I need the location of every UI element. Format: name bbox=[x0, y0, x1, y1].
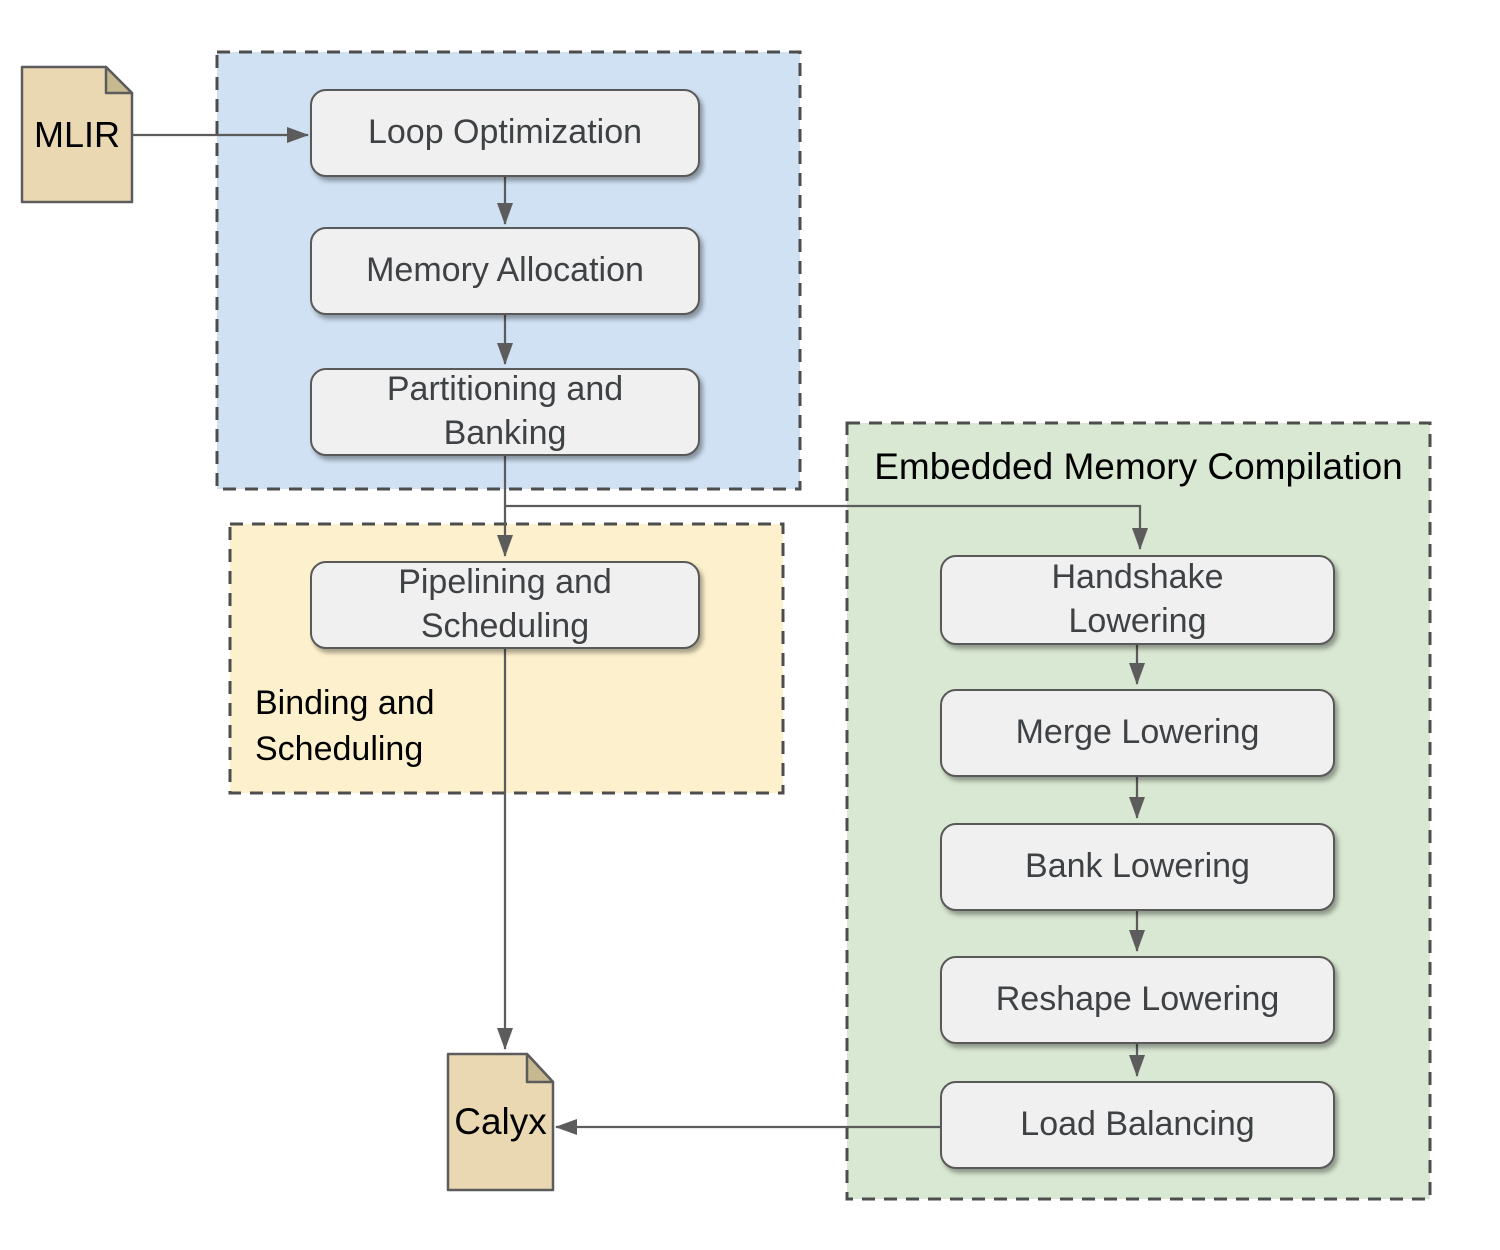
calyx-document-label: Calyx bbox=[454, 1101, 547, 1142]
node-reshape-lowering-label: Reshape Lowering bbox=[995, 980, 1280, 1019]
mlir-document-icon bbox=[20, 65, 134, 204]
node-merge-lowering: Merge Lowering bbox=[940, 689, 1335, 777]
node-merge-lowering-label: Merge Lowering bbox=[1015, 713, 1260, 752]
node-pipelining-and-scheduling: Pipelining and Scheduling bbox=[310, 561, 700, 649]
mlir-document-fold-icon bbox=[104, 65, 134, 95]
binding-and-scheduling-title: Binding and Scheduling bbox=[255, 684, 435, 769]
mlir-document-label: MLIR bbox=[33, 113, 120, 155]
node-memory-allocation: Memory Allocation bbox=[310, 227, 700, 315]
embedded-memory-compilation-title: Embedded Memory Compilation bbox=[874, 446, 1403, 487]
node-load-balancing: Load Balancing bbox=[940, 1081, 1335, 1169]
node-pipelining-and-scheduling-label: Pipelining and Scheduling bbox=[398, 563, 612, 645]
node-handshake-lowering-label: Handshake Lowering bbox=[1051, 558, 1224, 640]
calyx-document-icon bbox=[446, 1052, 555, 1192]
node-bank-lowering: Bank Lowering bbox=[940, 823, 1335, 911]
node-handshake-lowering: Handshake Lowering bbox=[940, 555, 1335, 645]
node-loop-optimization: Loop Optimization bbox=[310, 89, 700, 177]
calyx-document-fold-icon bbox=[525, 1052, 555, 1084]
node-reshape-lowering: Reshape Lowering bbox=[940, 956, 1335, 1044]
arrow-partitioning-banking-to-handshake-lowering bbox=[505, 504, 1148, 550]
node-memory-allocation-label: Memory Allocation bbox=[366, 251, 644, 290]
node-load-balancing-label: Load Balancing bbox=[1020, 1105, 1255, 1144]
node-partitioning-and-banking-label: Partitioning and Banking bbox=[386, 370, 624, 452]
node-loop-optimization-label: Loop Optimization bbox=[367, 113, 643, 152]
node-partitioning-and-banking: Partitioning and Banking bbox=[310, 368, 700, 456]
node-bank-lowering-label: Bank Lowering bbox=[1025, 847, 1250, 886]
